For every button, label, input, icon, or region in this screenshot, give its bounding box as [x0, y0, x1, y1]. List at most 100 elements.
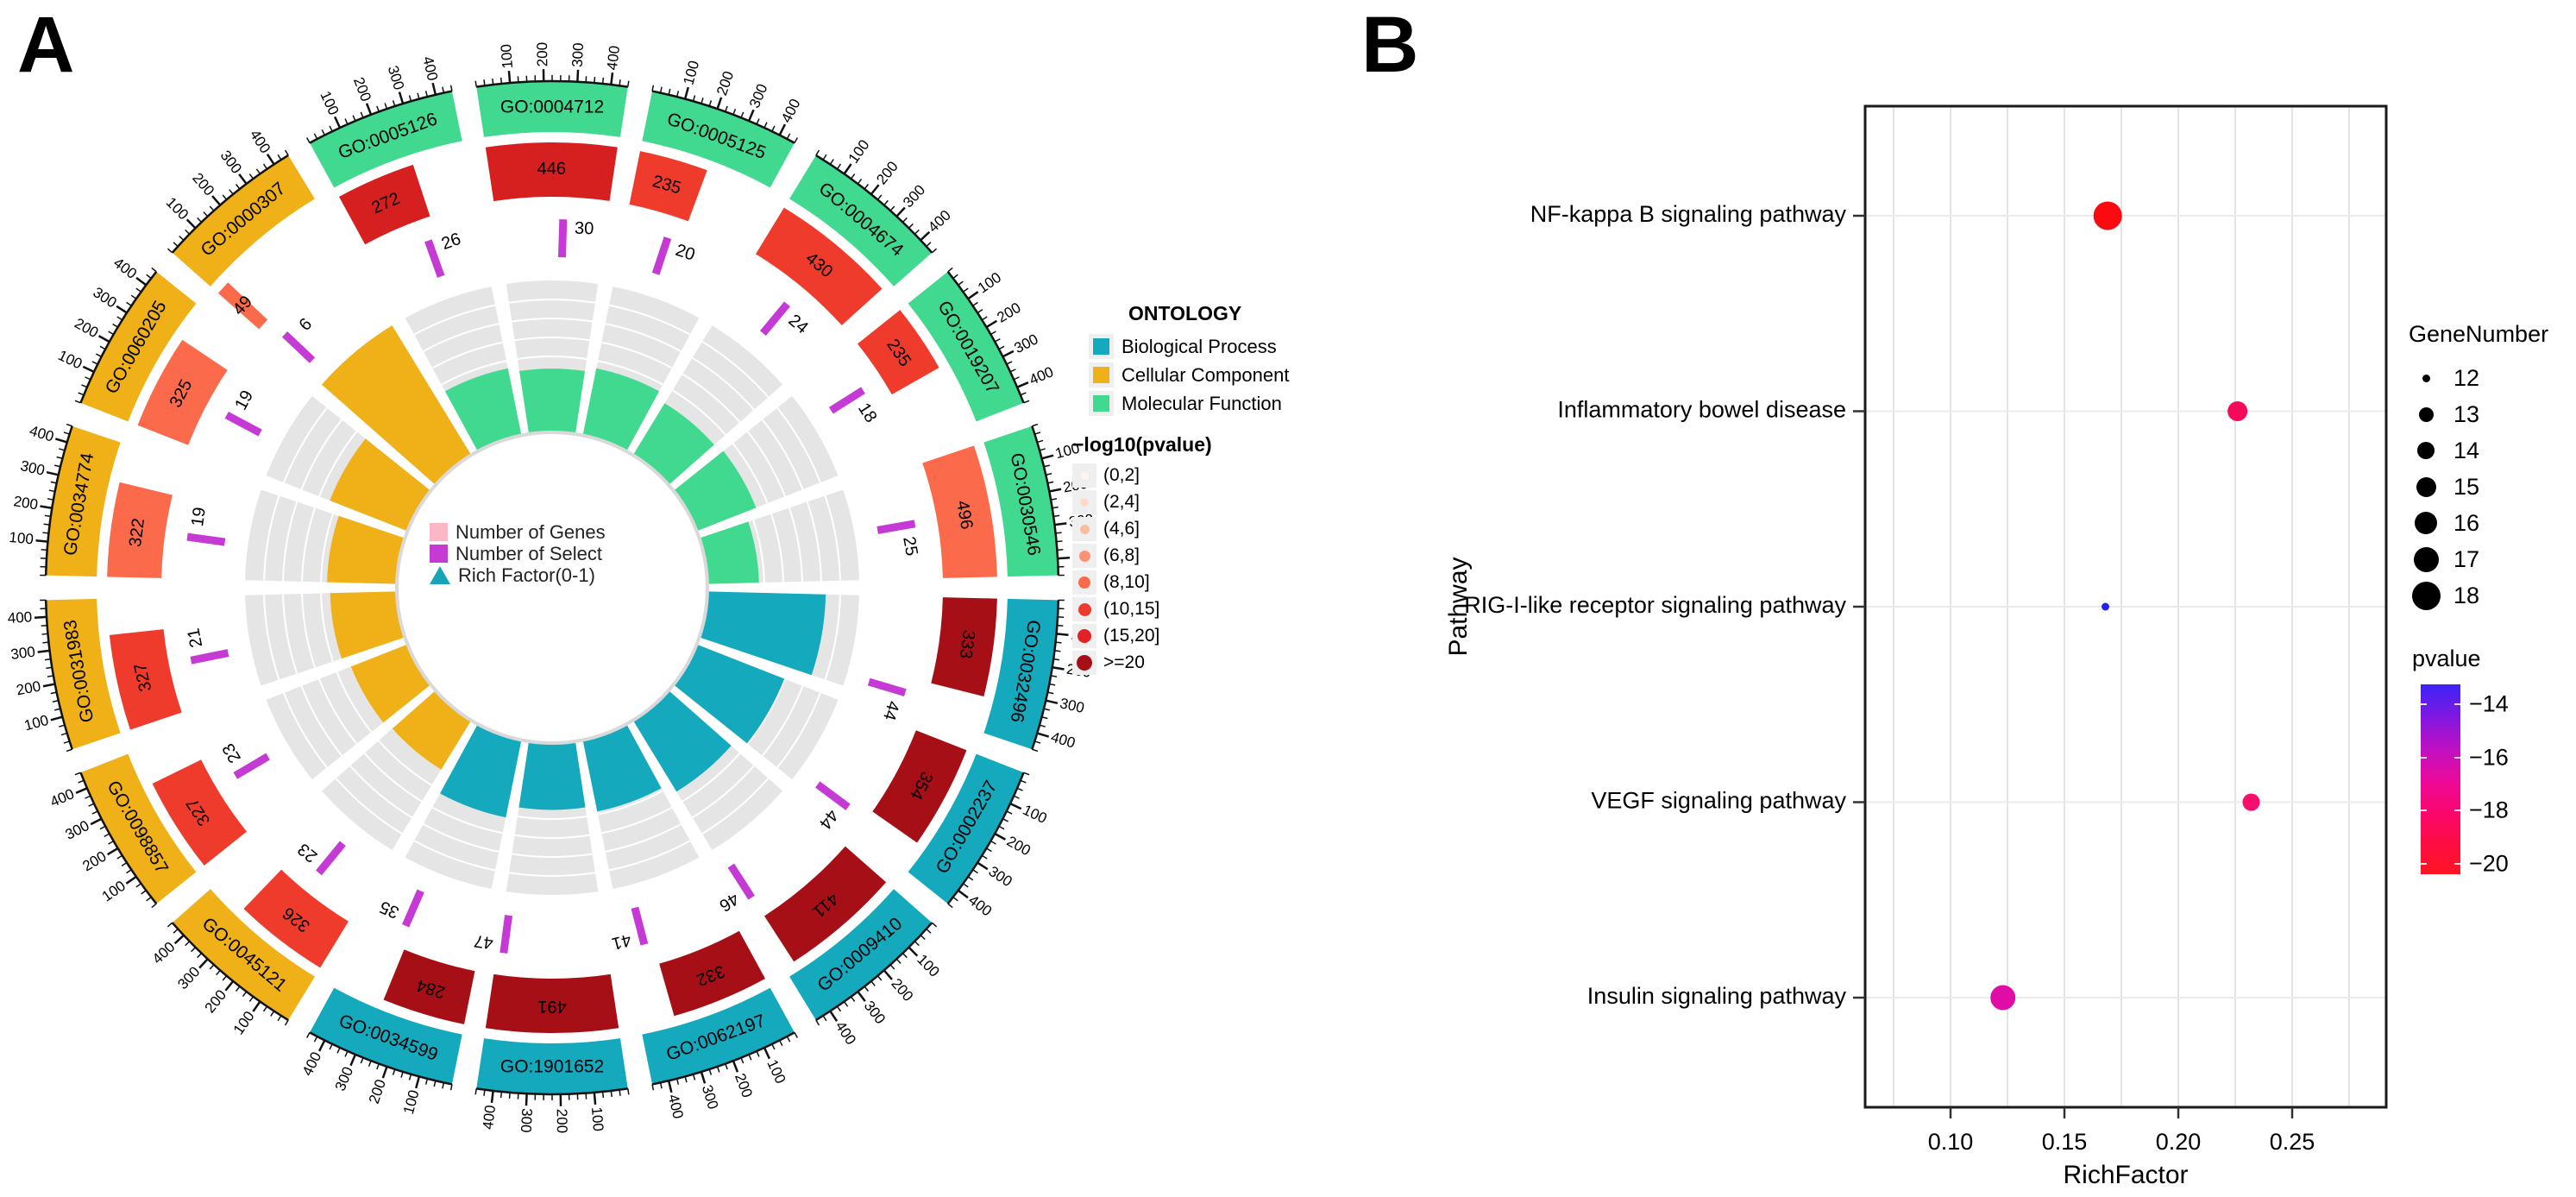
axis-tick [126, 301, 132, 306]
axis-tick [197, 217, 203, 224]
gene-count-arc [485, 973, 619, 1033]
rich-factor-triangle-icon [430, 566, 450, 584]
pvalue-dot-icon [1080, 471, 1089, 480]
axis-tick [829, 159, 834, 165]
track-gridline [320, 513, 334, 583]
size-dot-icon [2422, 374, 2430, 382]
select-bar [876, 520, 916, 534]
pathway-label: RIG-I-like receptor signaling pathway [1464, 592, 1846, 618]
axis-tick [47, 498, 54, 501]
track-gridline [514, 834, 590, 839]
gene-number-label: 13 [2453, 400, 2480, 427]
select-count-label: 41 [610, 929, 633, 953]
axis-tick [920, 935, 926, 941]
axis-tick-label: 200 [12, 493, 39, 513]
track-gridline [283, 407, 328, 483]
axis-tick [771, 125, 776, 132]
select-bar [424, 239, 445, 278]
axis-tick [1013, 795, 1020, 799]
gene-count-arc [858, 310, 939, 395]
axis-tick [499, 77, 503, 85]
ontology-band [789, 154, 933, 287]
axis-tick [786, 1036, 791, 1043]
axis-tick [908, 946, 919, 957]
axis-tick [850, 173, 856, 180]
ontology-band [172, 154, 315, 287]
select-bar [867, 677, 907, 696]
axis-tick [601, 77, 605, 85]
axis-tick [732, 1060, 739, 1073]
track-gridline [282, 594, 298, 674]
axis-tick [197, 952, 203, 959]
axis-arc [171, 922, 289, 1022]
axis-arc [815, 922, 933, 1022]
axis-tick [141, 890, 147, 895]
select-count-label: 47 [473, 931, 494, 953]
track-gridline [608, 840, 691, 872]
axis-tick [417, 92, 420, 99]
axis-tick [619, 79, 621, 86]
pvalue-bin-item: (6,8] [1072, 544, 1212, 568]
axis-tick [1043, 464, 1050, 468]
axis-tick [931, 922, 938, 928]
ontology-legend-label: Biological Process [1122, 335, 1277, 357]
x-tick-label: 0.10 [1928, 1129, 1974, 1155]
axis-arc [946, 271, 1025, 404]
center-legend-item: Number of Genes [430, 521, 606, 543]
colorbar-notch [2421, 756, 2427, 759]
axis-tick [850, 996, 856, 1002]
track-gridline [263, 495, 280, 581]
select-bar [651, 236, 672, 275]
track-gridline [413, 304, 496, 336]
track-gridline [508, 299, 596, 304]
axis-tick [277, 1015, 282, 1022]
track-gridline [608, 304, 691, 336]
legend-key [1072, 517, 1096, 541]
axis-tick [794, 1032, 799, 1038]
axis-tick [990, 840, 996, 845]
axis-tick [483, 1089, 486, 1096]
axis-tick [981, 854, 988, 860]
axis-tick [958, 280, 964, 286]
ontology-band [310, 91, 462, 188]
gene-count-arc [137, 339, 228, 445]
center-legend-label: Rich Factor(0-1) [458, 564, 595, 586]
axis-tick [926, 928, 932, 934]
axis-tick [66, 748, 72, 753]
axis-tick-label: 100 [9, 529, 35, 548]
ontology-swatch-icon [1093, 338, 1109, 355]
axis-tick [870, 980, 876, 986]
axis-tick [130, 294, 137, 299]
track-gridline [517, 355, 587, 361]
axis-tick [815, 149, 820, 156]
axis-tick [305, 1032, 311, 1038]
axis-tick [209, 205, 215, 211]
gene-number-item: 17 [2409, 541, 2548, 577]
axis-tick [1054, 650, 1061, 652]
size-dot-icon [2411, 581, 2441, 610]
axis-tick [368, 1060, 372, 1067]
gene-count-label: 333 [956, 629, 978, 660]
axis-tick [610, 72, 614, 85]
axis-tick [398, 91, 405, 104]
axis-arc [1031, 600, 1060, 750]
pathway-label: Inflammatory bowel disease [1557, 397, 1846, 423]
axis-tick [593, 1092, 597, 1106]
track-gridline [605, 323, 682, 352]
axis-tick [684, 1076, 688, 1083]
select-count-label: 19 [188, 506, 210, 527]
axis-tick [333, 116, 342, 129]
axis-tick [675, 1078, 680, 1085]
axis-tick [88, 803, 95, 807]
track-gridline [824, 495, 841, 581]
axis-tick [1039, 448, 1046, 451]
axis-tick [708, 1068, 713, 1075]
ontology-legend-item: Biological Process [1089, 334, 1289, 359]
axis-tick [317, 1039, 326, 1052]
ontology-band [983, 425, 1059, 577]
ontology-band [80, 753, 197, 904]
axis-tick [135, 276, 148, 287]
axis-arc [309, 90, 453, 144]
